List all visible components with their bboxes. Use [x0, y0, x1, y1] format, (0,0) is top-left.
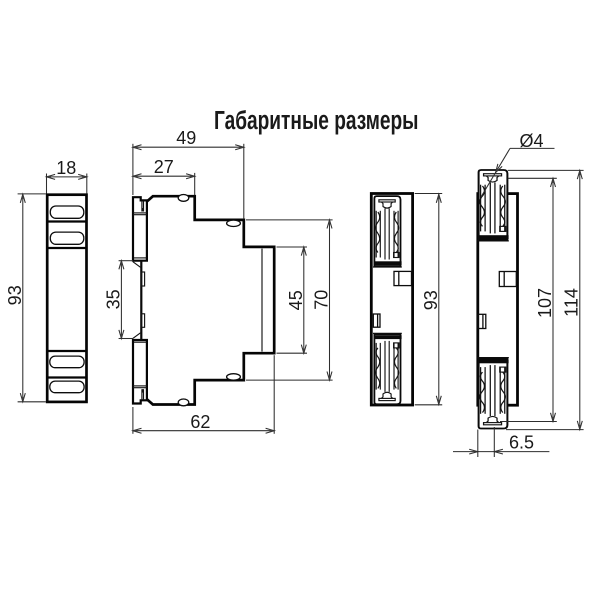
svg-text:Габаритные размеры: Габаритные размеры — [214, 107, 419, 135]
svg-text:6.5: 6.5 — [509, 433, 534, 453]
svg-text:27: 27 — [154, 157, 174, 177]
svg-text:93: 93 — [5, 285, 25, 305]
svg-text:49: 49 — [176, 128, 196, 148]
svg-text:114: 114 — [562, 288, 582, 317]
svg-text:93: 93 — [421, 290, 441, 310]
svg-text:18: 18 — [56, 158, 76, 178]
svg-text:45: 45 — [286, 290, 306, 310]
svg-text:62: 62 — [190, 412, 210, 432]
svg-text:107: 107 — [535, 288, 555, 318]
svg-text:70: 70 — [311, 290, 331, 310]
svg-text:Ø4: Ø4 — [519, 131, 543, 151]
svg-text:35: 35 — [103, 289, 123, 309]
